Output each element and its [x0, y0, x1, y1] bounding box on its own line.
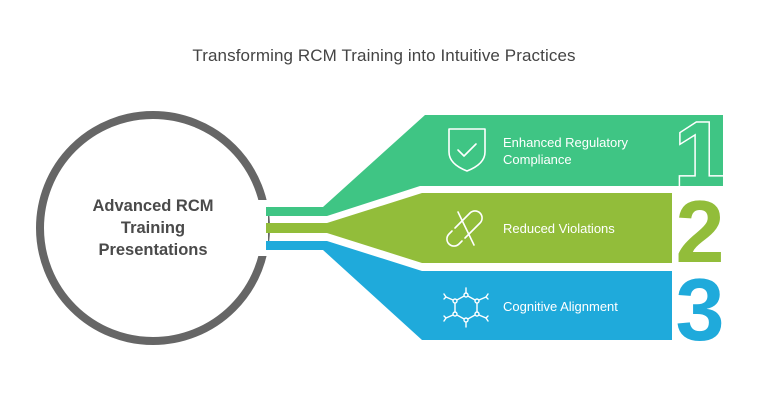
hub-label-line: Presentations — [98, 241, 208, 259]
diagram-title: Transforming RCM Training into Intuitive… — [192, 46, 576, 65]
step-1-label: Enhanced Regulatory Compliance — [503, 134, 628, 168]
step-1-label-line: Enhanced Regulatory — [503, 135, 629, 150]
step-3-number: 3 — [676, 260, 725, 359]
step-2-label-line: Reduced Violations — [503, 221, 615, 236]
step-2-stub — [266, 223, 270, 233]
hub-label: Advanced RCM Training Presentations — [60, 195, 246, 261]
step-3-stub — [266, 241, 270, 250]
step-2-label: Reduced Violations — [503, 220, 615, 237]
step-1-stub — [266, 207, 270, 216]
step-2-band — [267, 193, 672, 263]
step-1-label-line: Compliance — [503, 152, 572, 167]
step-2-number: 2 — [676, 182, 725, 281]
molecule-network-icon — [443, 287, 489, 328]
step-3-label: Cognitive Alignment — [503, 298, 618, 315]
shield-check-icon — [448, 128, 486, 172]
broken-pill-icon — [446, 210, 483, 247]
step-1-number: 1 — [674, 104, 725, 206]
step-3-band — [267, 241, 672, 340]
step-3-label-line: Cognitive Alignment — [503, 299, 618, 314]
hub-label-line: Advanced RCM — [92, 197, 214, 215]
hub-label-line: Training — [120, 219, 186, 237]
step-1-band — [267, 115, 723, 216]
